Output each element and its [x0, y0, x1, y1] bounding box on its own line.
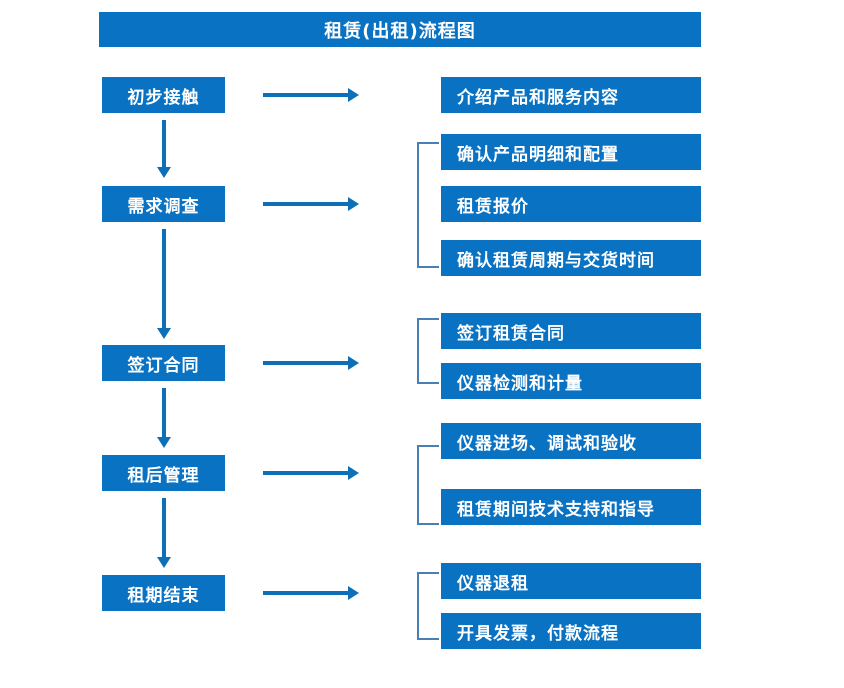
detail-box-instrument-inspection[interactable]: 仪器检测和计量: [441, 363, 701, 399]
horizontal-arrow-4: [263, 464, 359, 482]
group-bracket-post-rental: [417, 445, 439, 525]
detail-box-technical-support[interactable]: 租赁期间技术支持和指导: [441, 489, 701, 525]
detail-box-sign-rental-contract[interactable]: 签订租赁合同: [441, 313, 701, 349]
group-bracket-rental-end: [417, 572, 439, 640]
horizontal-arrow-5: [263, 584, 359, 602]
detail-box-instrument-return[interactable]: 仪器退租: [441, 563, 701, 599]
stage-box-rental-end[interactable]: 租期结束: [102, 575, 225, 611]
flowchart-title: 租赁(出租)流程图: [99, 12, 701, 47]
vertical-arrow-1: [155, 120, 173, 178]
detail-box-confirm-period-delivery[interactable]: 确认租赁周期与交货时间: [441, 240, 701, 276]
vertical-arrow-3: [155, 388, 173, 448]
horizontal-arrow-2: [263, 195, 359, 213]
detail-box-introduce-products[interactable]: 介绍产品和服务内容: [441, 77, 701, 113]
detail-box-instrument-entry-commissioning[interactable]: 仪器进场、调试和验收: [441, 423, 701, 459]
detail-box-confirm-product-details[interactable]: 确认产品明细和配置: [441, 134, 701, 170]
vertical-arrow-2: [155, 229, 173, 339]
detail-box-rental-quotation[interactable]: 租赁报价: [441, 186, 701, 222]
stage-box-post-rental-management[interactable]: 租后管理: [102, 455, 225, 491]
vertical-arrow-4: [155, 498, 173, 568]
stage-box-sign-contract[interactable]: 签订合同: [102, 345, 225, 381]
group-bracket-demand-survey: [417, 142, 439, 268]
group-bracket-sign-contract: [417, 318, 439, 384]
detail-box-invoice-payment[interactable]: 开具发票，付款流程: [441, 613, 701, 649]
stage-box-initial-contact[interactable]: 初步接触: [102, 77, 225, 113]
horizontal-arrow-1: [263, 86, 359, 104]
horizontal-arrow-3: [263, 354, 359, 372]
stage-box-demand-survey[interactable]: 需求调查: [102, 186, 225, 222]
